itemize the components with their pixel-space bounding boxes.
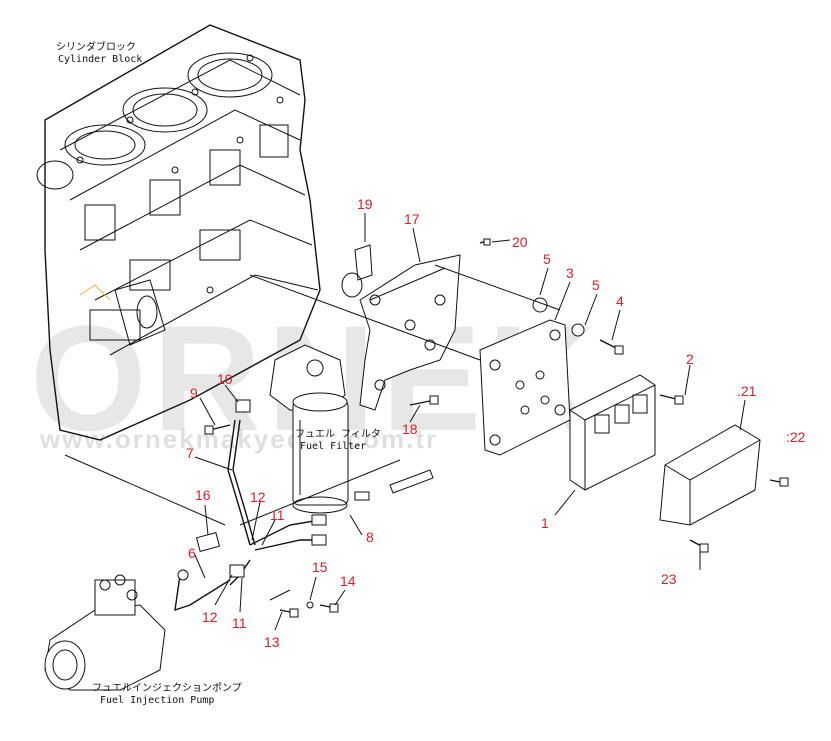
caption-injection-pump-jp: フュエルインジェクションポンプ [92,682,242,694]
callout-11a: 11 [270,507,285,523]
callout-numbers: 1 2 3 4 5 5 6 7 8 9 10 11 11 12 12 13 14… [186,196,806,650]
caption-injection-pump-en: Fuel Injection Pump [100,695,214,706]
callout-21: .21 [737,383,757,399]
callout-23: 23 [661,571,677,587]
bolts-and-nuts [204,238,789,618]
callout-18: 18 [402,421,418,437]
cover-21-drawing [659,424,761,526]
callout-11b: 11 [232,615,247,631]
pipes-and-fittings [174,399,434,612]
callout-8: 8 [366,529,374,545]
cylinder-block-drawing [36,24,321,441]
callout-17: 17 [404,211,420,227]
callout-7: 7 [186,445,194,461]
fuel-filter-drawing [269,344,349,514]
callout-9: 9 [190,385,198,401]
callout-19: 19 [357,196,373,212]
callout-5b: 5 [592,277,600,293]
callout-6: 6 [188,545,196,561]
injection-pump-drawing [44,574,166,691]
callout-14: 14 [340,573,356,589]
caption-cylinder-block-jp: シリンダブロック [56,40,136,53]
caption-fuel-filter-en: Fuel Filter [300,441,366,452]
caption-cylinder-block-en: Cylinder Block [58,54,142,65]
caption-fuel-filter-jp: フュエル フィルタ [295,428,381,440]
callout-16: 16 [195,487,211,503]
callout-10: 10 [217,371,233,387]
gasket-19-drawing [341,244,373,298]
callout-3: 3 [566,265,574,281]
callout-12a: 12 [250,489,266,505]
callout-4: 4 [616,293,624,309]
bracket-17-drawing [359,254,461,411]
controller-1-drawing [569,374,656,491]
callout-15: 15 [312,559,328,575]
callout-12b: 12 [202,609,218,625]
callout-5a: 5 [543,251,551,267]
callout-22: :22 [786,429,806,445]
leader-lines [64,213,746,631]
callout-2: 2 [686,351,694,367]
callout-1: 1 [541,515,549,531]
callout-13: 13 [264,634,280,650]
callout-20: 20 [512,234,528,250]
